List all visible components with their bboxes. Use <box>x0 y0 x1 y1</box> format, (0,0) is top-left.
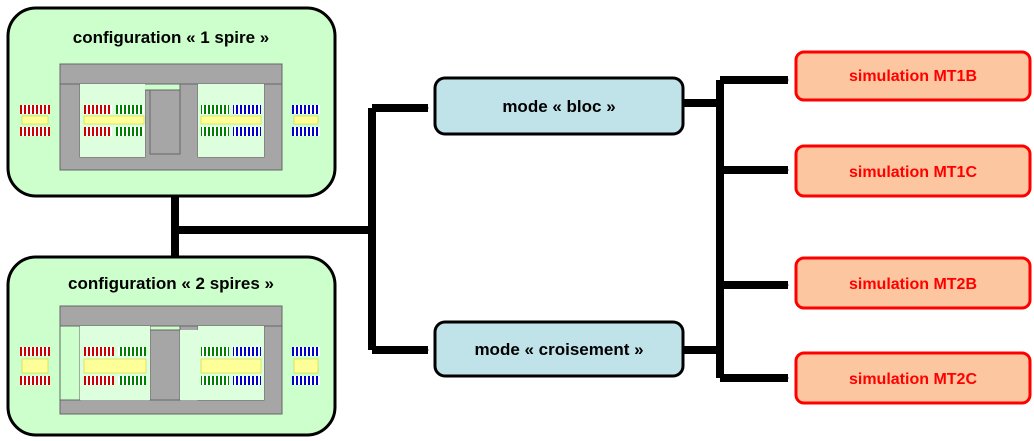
simulation-mt2c-label: simulation MT2C <box>849 371 977 388</box>
config-box-2-spires: configuration « 2 spires » <box>6 255 337 437</box>
config-1-spire-title: configuration « 1 spire » <box>73 28 270 47</box>
coil-windings-2-spires <box>20 347 320 385</box>
simulation-box-mt2b: simulation MT2B <box>794 256 1032 310</box>
mode-croisement-label: mode « croisement » <box>474 340 643 359</box>
coil-windings-1-spire <box>20 105 320 136</box>
simulation-box-mt2c: simulation MT2C <box>794 351 1032 405</box>
simulation-box-mt1c: simulation MT1C <box>794 144 1032 198</box>
simulation-mt1c-label: simulation MT1C <box>849 164 977 181</box>
config-2-spires-title: configuration « 2 spires » <box>68 274 274 293</box>
simulation-mt2b-label: simulation MT2B <box>849 276 977 293</box>
config-box-1-spire: configuration « 1 spire » <box>6 6 337 198</box>
connector-lines <box>171 76 789 382</box>
mode-box-bloc: mode « bloc » <box>433 76 685 136</box>
simulation-box-mt1b: simulation MT1B <box>794 50 1032 102</box>
simulation-mt1b-label: simulation MT1B <box>849 68 977 85</box>
mode-box-croisement: mode « croisement » <box>433 320 685 378</box>
mode-bloc-label: mode « bloc » <box>502 97 615 116</box>
